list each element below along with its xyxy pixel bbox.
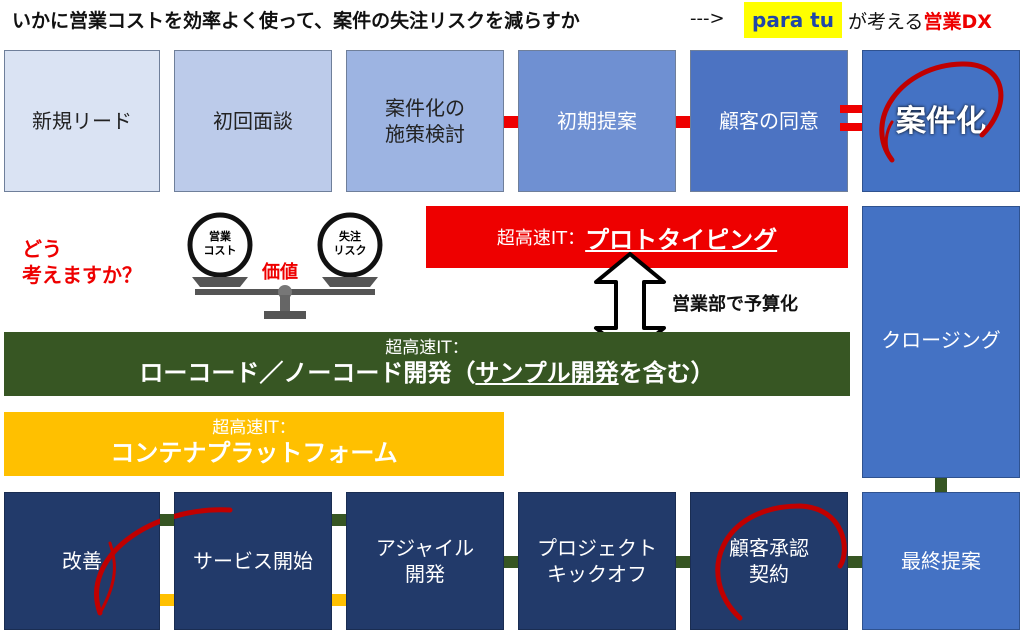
step-agile-dev: アジャイル 開発	[346, 492, 504, 630]
brand-name: para tu	[752, 8, 834, 32]
connector-gold	[160, 594, 174, 606]
lowcode-main: ローコード／ノーコード開発（サンプル開発を含む）	[139, 358, 714, 389]
connector-green	[676, 556, 690, 568]
step-customer-consent: 顧客の同意	[690, 50, 848, 192]
connector-green	[504, 556, 518, 568]
goal-label: 案件化	[896, 103, 986, 139]
connector-green-vertical	[935, 478, 947, 492]
lowcode-prefix: 超高速IT：	[385, 338, 469, 359]
equals-sign	[840, 123, 876, 131]
closing-box: クロージング	[862, 206, 1020, 478]
step-service-launch: サービス開始	[174, 492, 332, 630]
step-project-kickoff: プロジェクト キックオフ	[518, 492, 676, 630]
lowcode-band: 超高速IT： ローコード／ノーコード開発（サンプル開発を含む）	[4, 332, 850, 396]
connector-green	[160, 514, 174, 526]
container-main: コンテナプラットフォーム	[110, 438, 398, 467]
highlight-swoosh	[715, 503, 847, 621]
balance-scale-icon	[187, 212, 383, 319]
connector-gold	[332, 594, 346, 606]
connector-green	[848, 556, 862, 568]
step-final-proposal: 最終提案	[862, 492, 1020, 630]
highlight-swoosh	[94, 507, 233, 616]
highlight-swoosh	[879, 61, 1004, 163]
scale-right-label: 失注 リスク	[333, 230, 367, 257]
connector-red	[676, 116, 690, 128]
header-suffix: が考える営業DX	[848, 7, 992, 34]
header-arrow: --->	[690, 8, 725, 29]
step-improvement: 改善	[4, 492, 160, 630]
step-first-meeting: 初回面談	[174, 50, 332, 192]
header-suffix-accent: 営業DX	[923, 11, 992, 33]
connector-red	[504, 116, 518, 128]
lowcode-main-c: を含む）	[618, 358, 715, 387]
brand-badge: para tu	[744, 2, 842, 38]
question-text: どう 考えますか？	[22, 237, 142, 287]
step-deal-planning: 案件化の 施策検討	[346, 50, 504, 192]
equals-sign	[840, 105, 876, 113]
header-title: いかに営業コストを効率よく使って、案件の失注リスクを減らすか	[12, 10, 580, 32]
step-new-lead: 新規リード	[4, 50, 160, 192]
container-prefix: 超高速IT：	[212, 418, 296, 439]
container-band: 超高速IT： コンテナプラットフォーム	[4, 412, 504, 476]
budget-label: 営業部で予算化	[672, 294, 798, 315]
prototyping-prefix: 超高速IT：	[496, 228, 586, 249]
prototyping-main: プロトタイピング	[585, 225, 778, 254]
lowcode-main-b: サンプル開発	[475, 358, 619, 387]
step-initial-proposal: 初期提案	[518, 50, 676, 192]
connector-green	[332, 514, 346, 526]
scale-left-label: 営業 コスト	[203, 230, 237, 257]
lowcode-main-a: ローコード／ノーコード開発（	[139, 358, 476, 387]
header-suffix-plain: が考える	[848, 11, 924, 33]
scale-center-label: 価値	[262, 262, 298, 283]
